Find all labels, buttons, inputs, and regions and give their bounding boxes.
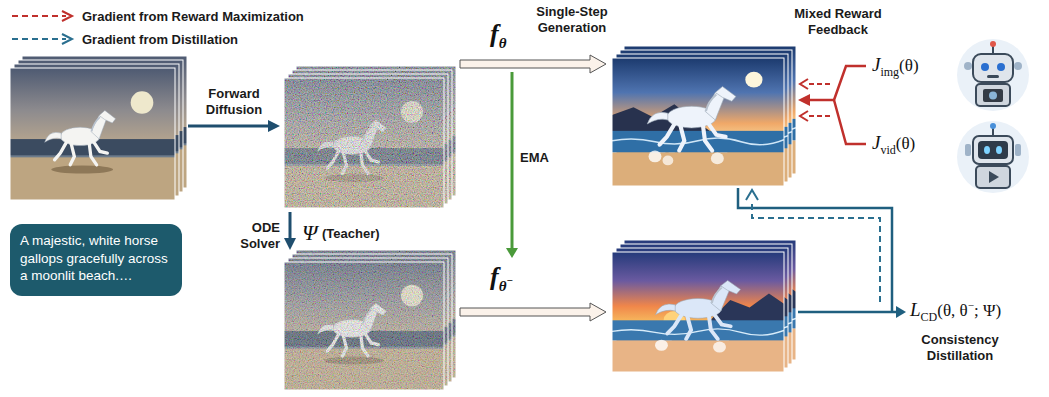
loss-symbol-part: ; Ψ) bbox=[974, 301, 1001, 320]
loss-symbol-part: CD bbox=[921, 310, 938, 324]
loss-symbol-part: (θ, θ bbox=[937, 301, 967, 320]
process-label-part: Single-Step Generation bbox=[536, 4, 608, 35]
generation-arrow bbox=[460, 303, 606, 321]
process-label-part: (Teacher) bbox=[322, 226, 380, 241]
generation-arrow bbox=[460, 55, 606, 73]
process-label: Mixed Reward Feedback bbox=[786, 6, 890, 37]
noisy-frame-stack bbox=[284, 66, 456, 208]
video-reward-robot bbox=[957, 121, 1029, 193]
objective-symbol: Jimg(θ) bbox=[872, 54, 919, 77]
process-label-part: ODE Solver bbox=[240, 220, 280, 251]
process-label-part: EMA bbox=[520, 150, 549, 165]
legend-sample-red bbox=[12, 11, 72, 21]
process-label-part: Consistency Distillation bbox=[921, 332, 998, 363]
legend-text: Gradient from Reward Maximization bbox=[82, 9, 304, 25]
generated-frame-stack bbox=[612, 46, 796, 186]
model-symbol-part: − bbox=[506, 274, 512, 286]
objective-symbol-part: J bbox=[872, 54, 880, 75]
model-symbol-part: θ bbox=[499, 35, 507, 51]
model-symbol-part: θ bbox=[499, 278, 507, 294]
distillation-arrows bbox=[738, 188, 906, 318]
ema-arrow bbox=[506, 72, 518, 258]
objective-symbol-part: img bbox=[880, 65, 899, 79]
process-label: Forward Diffusion bbox=[188, 86, 280, 117]
loss-symbol-part: L bbox=[910, 299, 921, 320]
video-frame-stack bbox=[10, 56, 187, 200]
objective-symbol: Jvid(θ) bbox=[872, 132, 915, 155]
ode-solver-arrow bbox=[284, 212, 296, 250]
objective-symbol-part: vid bbox=[880, 143, 895, 157]
process-label: ODE Solver bbox=[226, 220, 280, 251]
reward-gradient-arrows bbox=[798, 66, 866, 144]
loss-symbol-part: − bbox=[968, 299, 974, 311]
process-label: Consistency Distillation bbox=[905, 332, 1015, 363]
process-label-part: Mixed Reward Feedback bbox=[794, 6, 881, 37]
legend-text-part: Gradient from Reward Maximization bbox=[82, 9, 304, 24]
forward-diffusion-arrow bbox=[188, 120, 280, 132]
model-symbol: fθ− bbox=[490, 261, 513, 292]
model-symbol-part: f bbox=[490, 19, 499, 48]
objective-symbol-part: (θ) bbox=[899, 56, 918, 75]
legend-text: Gradient from Distillation bbox=[82, 32, 238, 48]
model-symbol: fθ bbox=[490, 18, 506, 49]
legend-sample-teal bbox=[12, 34, 72, 44]
math-symbol: Ψ bbox=[302, 220, 317, 246]
legend-text-part: Gradient from Distillation bbox=[82, 32, 238, 47]
image-reward-robot bbox=[957, 39, 1029, 111]
process-label-part: Forward Diffusion bbox=[206, 86, 262, 117]
noisy-frame-stack bbox=[284, 250, 456, 390]
model-symbol-part: f bbox=[490, 262, 499, 291]
loss-symbol: LCD(θ, θ−; Ψ) bbox=[910, 299, 1001, 322]
process-label: (Teacher) bbox=[322, 226, 380, 242]
caption-text: A majestic, white horse gallops graceful… bbox=[20, 232, 172, 285]
caption-box: A majestic, white horse gallops graceful… bbox=[10, 224, 182, 296]
process-label: EMA bbox=[520, 150, 549, 166]
process-label: Single-Step Generation bbox=[524, 4, 620, 35]
generated-frame-stack bbox=[612, 240, 796, 372]
objective-symbol-part: J bbox=[872, 132, 880, 153]
objective-symbol-part: (θ) bbox=[896, 134, 915, 153]
math-symbol-part: Ψ bbox=[302, 220, 317, 245]
